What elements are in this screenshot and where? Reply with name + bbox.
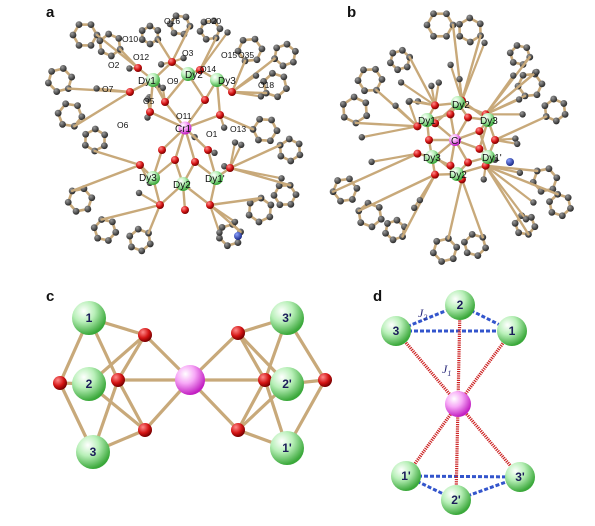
a-atom-label-8: O2 — [108, 60, 120, 70]
a-atom-label-16: O11 — [176, 111, 192, 121]
c-node-1: 1 — [86, 311, 93, 325]
d-node-2: 2 — [457, 298, 464, 312]
c-node-3p: 3' — [282, 311, 292, 325]
d-node-1p: 1' — [401, 469, 411, 483]
a-atom-label-9: Dy1 — [138, 76, 156, 87]
a-atom-label-12: Dy3 — [218, 76, 236, 87]
cr-center-atom-d — [445, 391, 471, 417]
a-atom-label-23: Dy1' — [205, 174, 225, 185]
panel-c-core-schematic: 1 2 3 3' 2' 1' — [53, 301, 332, 469]
b-atom-label-4: Dy3 — [423, 153, 441, 164]
a-atom-label-2: O10 — [122, 34, 138, 44]
a-atom-label-3: O3 — [182, 48, 194, 58]
a-atom-label-14: O7 — [102, 84, 114, 94]
c-node-2p: 2' — [282, 377, 292, 391]
b-atom-label-1: Dy1 — [418, 116, 436, 127]
j2-label: J2 — [418, 306, 427, 322]
panel-label-c: c — [46, 288, 54, 305]
d-node-3: 3 — [393, 324, 400, 338]
c-node-3: 3 — [90, 445, 97, 459]
a-atom-label-17: O13 — [230, 124, 246, 134]
a-atom-label-18: O6 — [117, 120, 129, 130]
a-atom-label-20: O1 — [206, 129, 218, 139]
b-atom-label-0: Dy2 — [452, 100, 470, 111]
a-atom-label-1: O20 — [205, 16, 221, 26]
b-atom-label-5: Dy1' — [482, 153, 502, 164]
cr-center-atom — [175, 365, 205, 395]
a-atom-label-4: O15 — [221, 50, 237, 60]
panel-label-a: a — [46, 4, 55, 21]
d-node-2p: 2' — [451, 493, 461, 507]
a-atom-label-19: Cr1 — [175, 124, 192, 135]
d-node-1: 1 — [509, 324, 516, 338]
panel-d-exchange-scheme: 2 3 1 1' 2' 3' J2 J1 — [381, 290, 535, 515]
a-atom-label-21: Dy3 — [139, 173, 157, 184]
a-atom-label-10: O9 — [167, 76, 179, 86]
b-atom-label-2: Dy3 — [480, 116, 498, 127]
a-atom-label-0: O16 — [164, 16, 180, 26]
a-atom-label-5: O35 — [238, 50, 254, 60]
b-atom-label-6: Dy2 — [449, 170, 467, 181]
c-node-1p: 1' — [282, 441, 292, 455]
panel-label-b: b — [347, 4, 356, 21]
a-atom-label-13: O18 — [258, 80, 274, 90]
a-atom-label-22: Dy2 — [173, 180, 191, 191]
a-atom-label-15: O5 — [143, 96, 155, 106]
j1-label: J1 — [442, 362, 451, 378]
a-atom-label-11: Dy2 — [185, 70, 203, 81]
d-node-3p: 3' — [515, 470, 525, 484]
panel-label-d: d — [373, 288, 382, 305]
a-atom-label-6: O12 — [133, 52, 149, 62]
b-atom-label-3: Cr — [451, 136, 462, 147]
a-atom-label-7: O14 — [200, 64, 216, 74]
c-node-2: 2 — [86, 377, 93, 391]
